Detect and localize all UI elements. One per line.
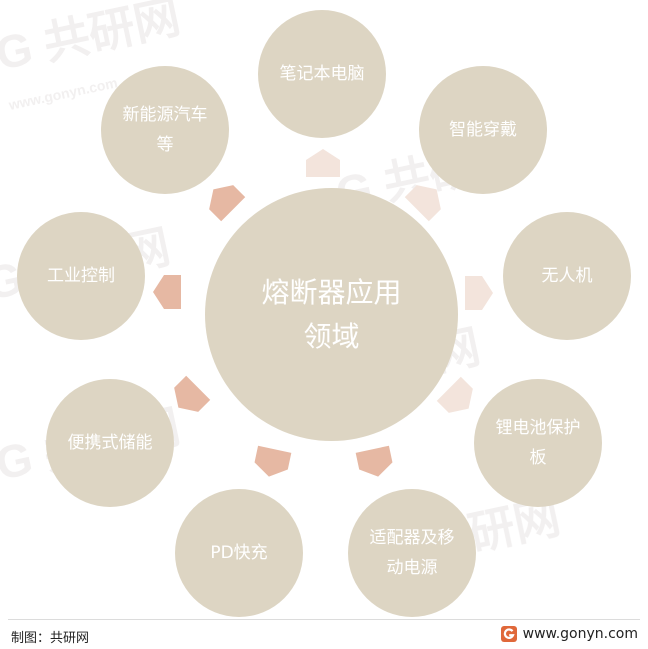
center-node: 熔断器应用领域 xyxy=(205,188,458,441)
gonyn-logo-icon xyxy=(500,626,517,642)
footer-maker: 制图：共研网 xyxy=(11,631,90,646)
node-label: 无人机 xyxy=(541,266,593,286)
arrow-to-industrial-control xyxy=(153,275,181,309)
node-label: 工业控制 xyxy=(46,266,115,286)
arrow-to-adapter-powerbank xyxy=(355,445,393,477)
node-label: PD快充 xyxy=(210,543,268,563)
arrow-to-drone xyxy=(465,276,493,310)
arrow-to-wearable xyxy=(404,185,441,222)
arrow-to-battery-protection xyxy=(436,376,473,413)
node-label: 适配器及移动电源 xyxy=(369,528,455,578)
node-battery-protection: 锂电池保护板 xyxy=(474,379,602,507)
node-label: 锂电池保护板 xyxy=(495,418,581,468)
footer-divider xyxy=(8,619,640,620)
node-portable-storage: 便携式储能 xyxy=(46,379,174,507)
node-label: 智能穿戴 xyxy=(448,120,517,140)
arrow-to-portable-storage xyxy=(174,375,211,412)
arrow-to-pd-fast-charge xyxy=(254,445,292,477)
node-industrial-control: 工业控制 xyxy=(17,212,145,340)
footer-site-url: www.gonyn.com xyxy=(522,626,638,642)
footer-site[interactable]: www.gonyn.com xyxy=(500,626,638,642)
node-adapter-powerbank: 适配器及移动电源 xyxy=(348,489,476,617)
arrow-to-new-energy-vehicle xyxy=(209,185,246,222)
connector-arrows xyxy=(153,149,493,477)
node-wearable: 智能穿戴 xyxy=(419,66,547,194)
arrow-to-laptop xyxy=(306,149,340,177)
node-laptop: 笔记本电脑 xyxy=(258,10,386,138)
node-pd-fast-charge: PD快充 xyxy=(175,489,303,617)
node-label: 笔记本电脑 xyxy=(279,64,365,84)
node-label: 新能源汽车等 xyxy=(122,105,208,155)
node-new-energy-vehicle: 新能源汽车等 xyxy=(101,66,229,194)
node-drone: 无人机 xyxy=(503,212,631,340)
node-label: 便携式储能 xyxy=(67,433,153,453)
center-label: 熔断器应用领域 xyxy=(261,275,402,353)
